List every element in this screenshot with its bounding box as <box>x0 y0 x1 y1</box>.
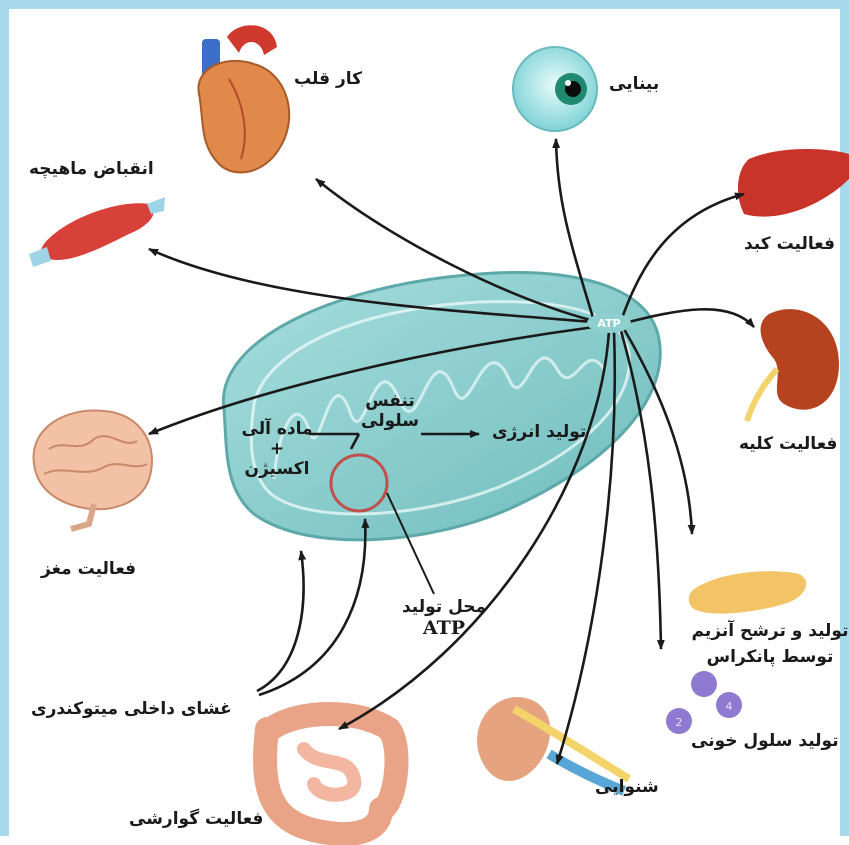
heart-illustration <box>198 25 289 172</box>
brain-illustration <box>34 411 152 529</box>
intestines-illustration <box>265 714 396 834</box>
kidney-illustration <box>747 309 839 421</box>
label-hearing: شنوایی <box>595 777 659 797</box>
label-atp-site-line1: محل تولید <box>389 597 499 617</box>
label-respiration-line2: سلولی <box>354 411 426 431</box>
eye-illustration <box>513 47 597 131</box>
liver-illustration <box>738 149 849 217</box>
pancreas-illustration <box>689 571 806 613</box>
blood-cell-2: 2 <box>676 716 683 729</box>
label-respiration: تنفس سلولی <box>354 391 426 431</box>
diagram-art: 2 4 ATP <box>9 9 849 845</box>
label-organic-plus: + <box>237 439 317 459</box>
label-heart: کار قلب <box>294 69 362 89</box>
label-atp-site: محل تولید ATP <box>389 597 499 639</box>
label-blood: تولید سلول خونی <box>691 731 839 751</box>
label-pancreas: تولید و ترشح آنزیم توسط پانکراس <box>685 621 849 667</box>
label-organic-line1: ماده آلی <box>237 419 317 439</box>
label-digestion: فعالیت گوارشی <box>129 809 263 829</box>
label-organic: ماده آلی + اکسیژن <box>237 419 317 479</box>
label-respiration-line1: تنفس <box>354 391 426 411</box>
membrane-arrows <box>257 519 365 695</box>
label-atp-site-line2: ATP <box>389 617 499 639</box>
label-energy: تولید انرژی <box>492 422 586 442</box>
muscle-illustration <box>29 197 165 267</box>
blood-cell-4: 4 <box>726 700 733 713</box>
label-pancreas-line1: تولید و ترشح آنزیم <box>685 621 849 641</box>
label-muscle: انقباض ماهیچه <box>29 159 154 179</box>
label-pancreas-line2: توسط پانکراس <box>685 647 849 667</box>
label-organic-line2: اکسیژن <box>237 459 317 479</box>
label-liver: فعالیت کبد <box>744 234 835 254</box>
label-brain: فعالیت مغز <box>41 559 136 579</box>
atp-hub-label: ATP <box>597 317 620 330</box>
label-kidney: فعالیت کلیه <box>739 434 837 454</box>
label-vision: بینایی <box>609 74 659 94</box>
label-inner-membrane: غشای داخلی میتوکندری <box>31 699 232 719</box>
